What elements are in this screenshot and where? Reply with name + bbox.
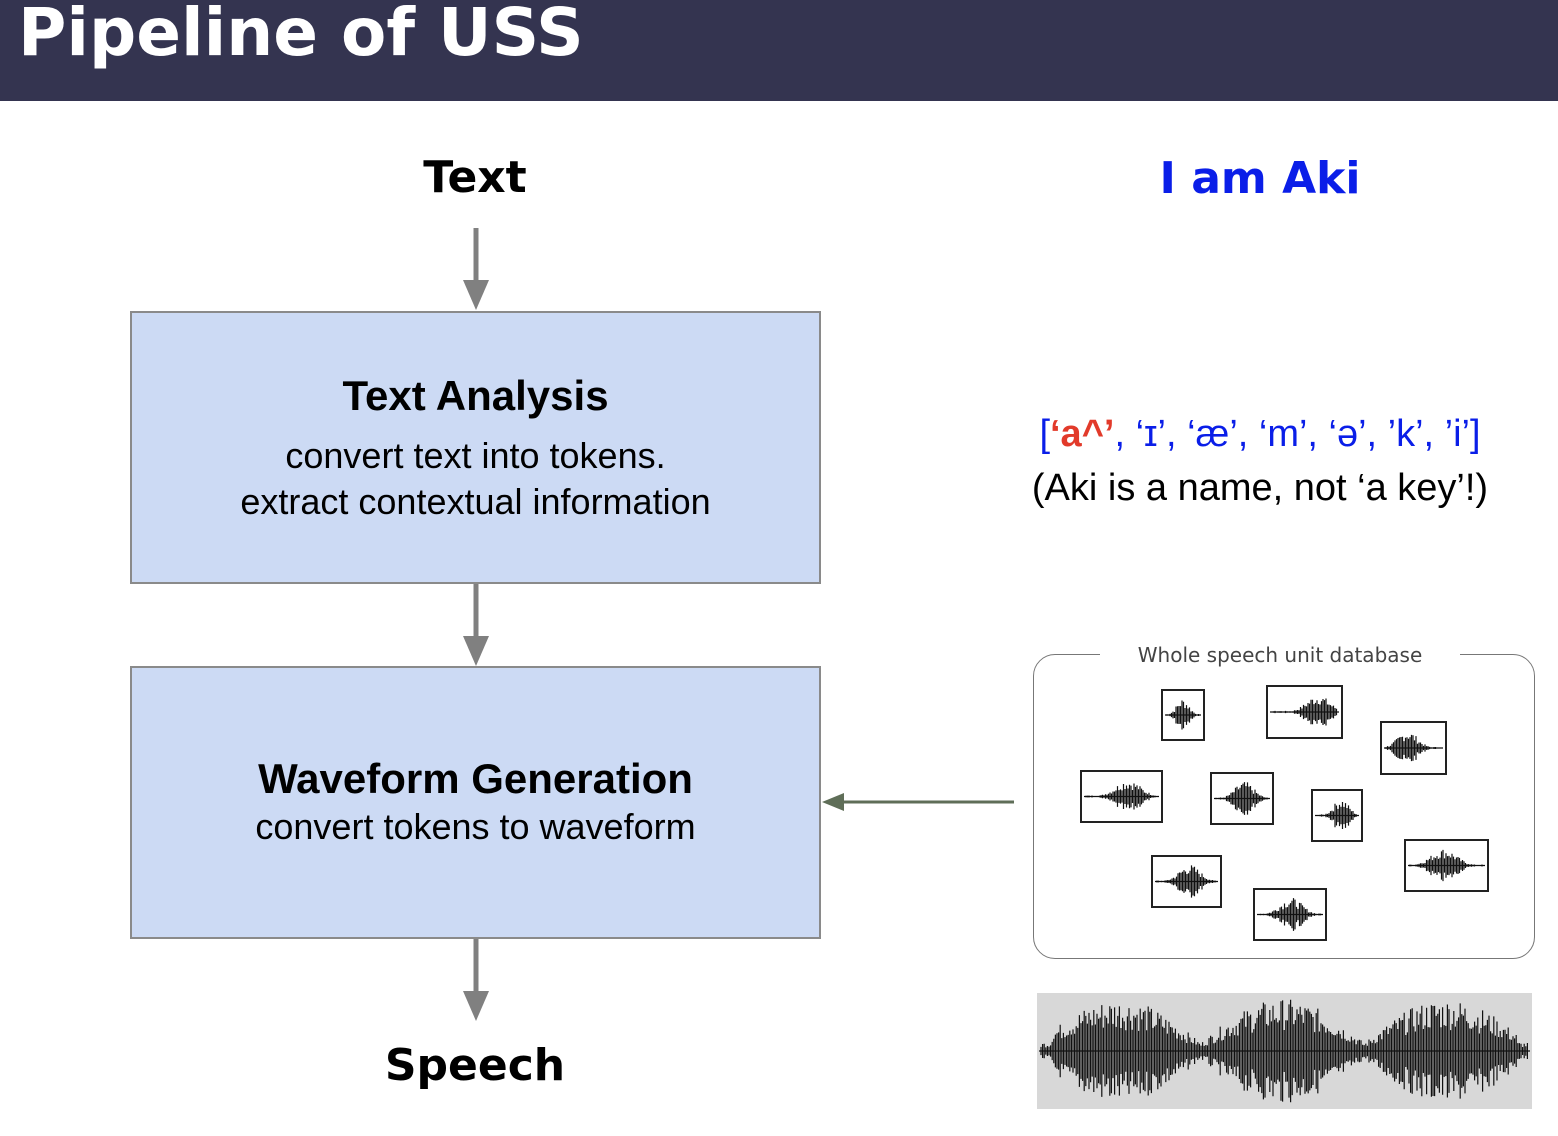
speech-unit [1380, 721, 1447, 775]
waveform-trace [1315, 802, 1359, 829]
waveform-trace [1155, 865, 1218, 898]
speech-unit [1311, 789, 1363, 842]
text-analysis-desc-1: convert text into tokens. [285, 435, 666, 476]
waveform-trace [1257, 898, 1323, 931]
phoneme-list: [‘a^’, ‘ɪ’, ‘æ’, ‘m’, ‘ə’, ’k’, ’i’] [940, 410, 1558, 458]
waveform-generation-box: Waveform Generation convert tokens to wa… [130, 666, 821, 939]
waveform-generation-title: Waveform Generation [258, 755, 693, 802]
speech-unit [1080, 770, 1163, 823]
output-speech-label: Speech [384, 1040, 566, 1091]
speech-unit [1161, 689, 1205, 741]
text-analysis-title: Text Analysis [342, 372, 609, 419]
bracket-close: ] [1470, 413, 1481, 455]
text-analysis-desc-2: extract contextual information [240, 481, 711, 522]
speech-unit [1253, 888, 1327, 941]
waveform-trace [1165, 700, 1201, 730]
waveform-trace [1039, 999, 1530, 1103]
waveform-trace [1084, 783, 1159, 810]
output-speech-waveform [1037, 993, 1532, 1109]
slide-header: Pipeline of USS [0, 0, 1558, 101]
text-analysis-box: Text Analysis convert text into tokens. … [130, 311, 821, 584]
arrow-down-icon [463, 584, 489, 666]
speech-unit [1266, 685, 1343, 739]
input-text-label: Text [423, 152, 527, 203]
example-note: (Aki is a name, not ‘a key’!) [1031, 467, 1489, 509]
slide-title: Pipeline of USS [18, 0, 584, 71]
waveform-generation-desc: convert tokens to waveform [255, 806, 696, 847]
arrow-down-icon [463, 939, 489, 1021]
example-sentence: I am Aki [1159, 153, 1361, 204]
speech-unit [1151, 855, 1222, 908]
waveform-trace [1270, 698, 1339, 726]
phoneme-rest: , ‘ɪ’, ‘æ’, ‘m’, ‘ə’, ’k’, ’i’ [1114, 413, 1470, 455]
waveform-trace [1408, 849, 1485, 882]
phoneme-highlight: ‘a^’ [1050, 413, 1115, 455]
waveform-trace [1384, 734, 1443, 762]
arrow-left-icon [822, 793, 1014, 811]
waveform-trace [1214, 782, 1270, 815]
speech-unit [1210, 772, 1274, 825]
arrow-down-icon [463, 228, 489, 310]
database-title: Whole speech unit database [1100, 642, 1460, 668]
speech-unit [1404, 839, 1489, 892]
bracket-open: [ [1039, 413, 1050, 455]
